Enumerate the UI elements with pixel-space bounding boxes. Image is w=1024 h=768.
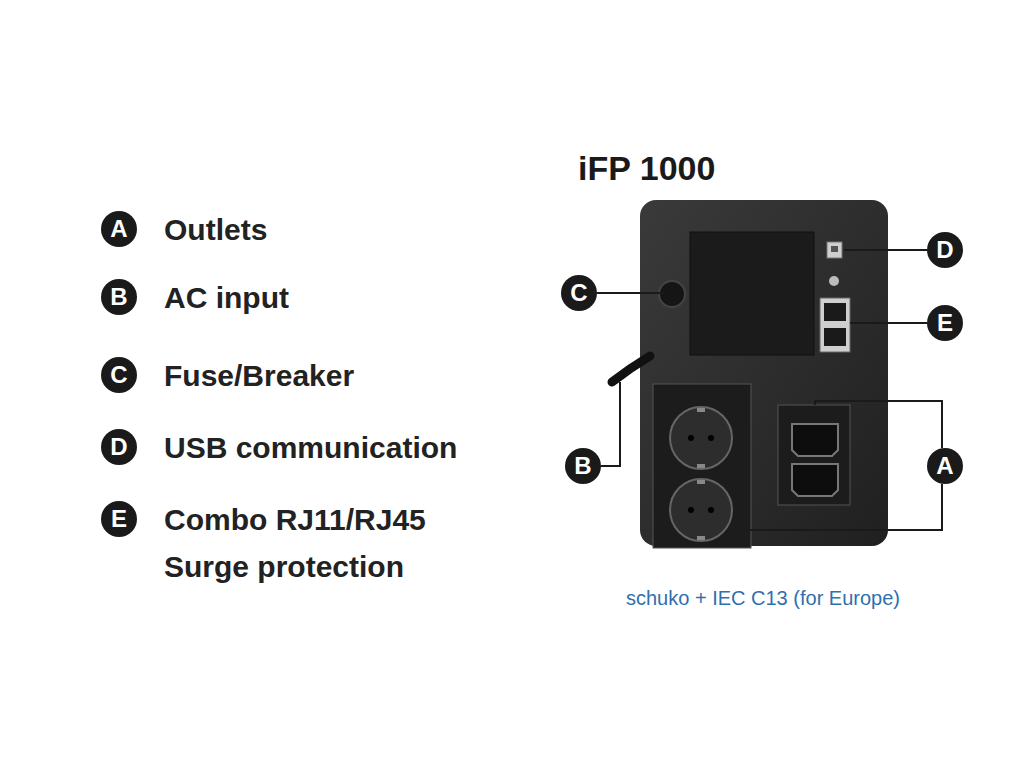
callout-circle: D [927, 232, 963, 268]
legend-description: Combo RJ11/RJ45 Surge protection [164, 496, 509, 590]
callout-letter: E [937, 311, 953, 335]
callout-circle: A [101, 211, 137, 247]
callout-letter: D [936, 238, 953, 262]
callout-circle: E [927, 305, 963, 341]
leader-line [844, 249, 927, 251]
iec-socket [792, 424, 838, 456]
legend-description: Outlets [164, 206, 509, 253]
usb-port-inner [831, 246, 838, 252]
bracket-line [815, 401, 942, 448]
legend-description: Fuse/Breaker [164, 352, 509, 399]
callout-letter: B [110, 285, 127, 309]
label-panel [690, 232, 814, 355]
leader-line [597, 292, 664, 294]
ups-housing [640, 200, 888, 546]
iec-socket [792, 464, 838, 496]
callout-circle: C [561, 275, 597, 311]
legend-description: AC input [164, 274, 509, 321]
callout-circle: B [565, 448, 601, 484]
bracket-line [750, 484, 942, 530]
callout-circle: D [101, 429, 137, 465]
schuko-socket [670, 479, 732, 541]
callout-letter: E [111, 507, 127, 531]
legend-description: USB communication [164, 424, 509, 471]
rj-port [824, 303, 846, 321]
leader-line [601, 382, 620, 466]
callout-circle: C [101, 357, 137, 393]
callout-letter: B [574, 454, 591, 478]
callout-letter: C [110, 363, 127, 387]
schuko-socket [670, 407, 732, 469]
callout-circle: E [101, 501, 137, 537]
schuko-panel [653, 384, 751, 548]
leader-line [850, 322, 927, 324]
callout-circle: A [927, 448, 963, 484]
iec-panel [778, 405, 850, 505]
callout-letter: A [936, 454, 953, 478]
diagram-title: iFP 1000 [578, 149, 715, 188]
callout-letter: A [110, 217, 127, 241]
ac-cable [612, 356, 650, 382]
callout-letter: D [110, 435, 127, 459]
rj-block [820, 298, 850, 352]
port-icon [829, 276, 839, 286]
usb-port [827, 242, 842, 258]
figure-caption: schuko + IEC C13 (for Europe) [626, 587, 900, 610]
callout-circle: B [101, 279, 137, 315]
callout-letter: C [570, 281, 587, 305]
rj-port [824, 328, 846, 346]
